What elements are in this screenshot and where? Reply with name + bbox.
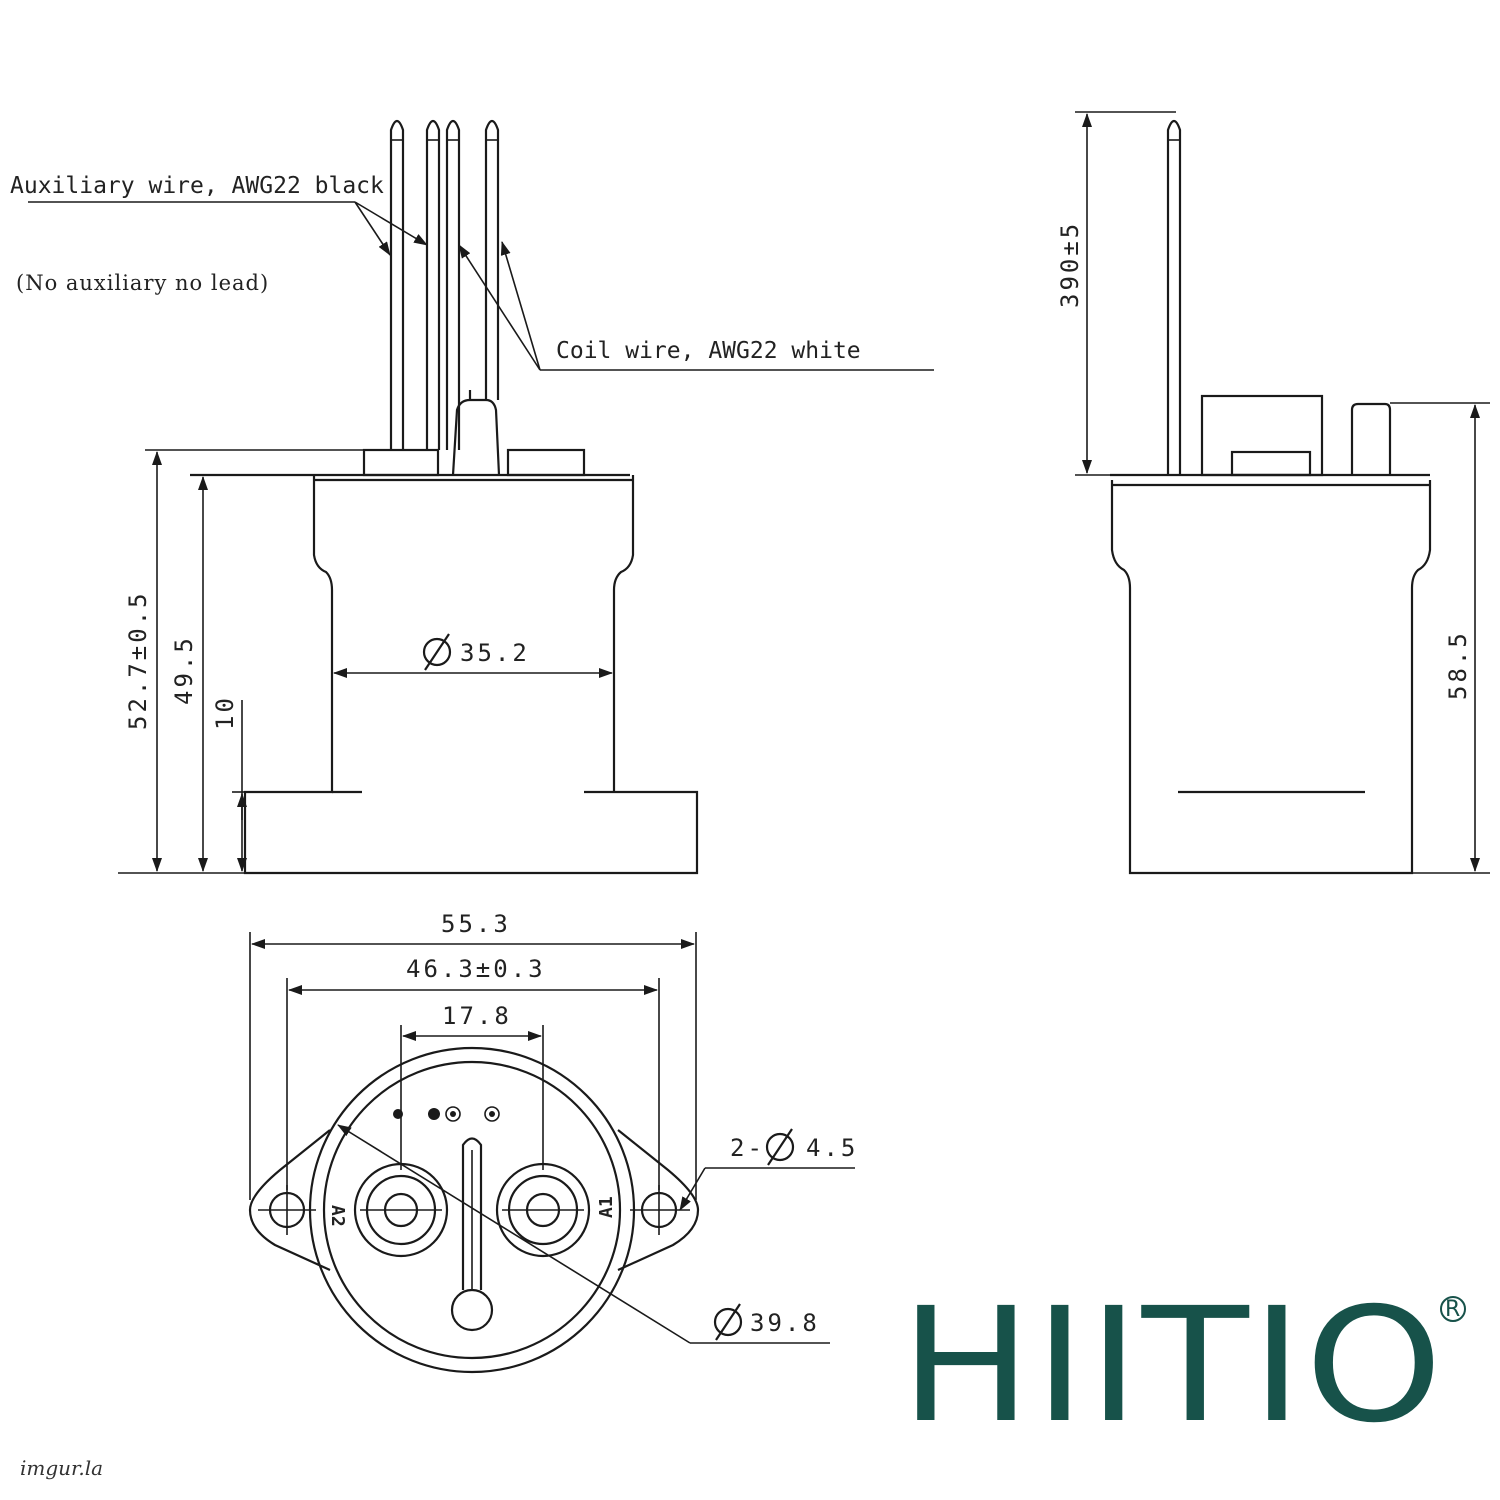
svg-text:2-: 2-	[730, 1134, 765, 1162]
front-view: 35.2 52.7±0.5 49.5 10	[118, 119, 699, 875]
wire-leads	[389, 119, 500, 450]
height-49-label: 49.5	[170, 635, 198, 705]
registered-mark: R	[1445, 1297, 1460, 1322]
brand-logo: HIITIO R	[900, 1274, 1466, 1458]
diameter-35-label: 35.2	[422, 633, 530, 671]
mount-hole-callout: 2- 4.5	[730, 1128, 858, 1166]
spacing-17-label: 17.8	[442, 1002, 512, 1030]
svg-text:35.2: 35.2	[460, 639, 530, 667]
svg-text:4.5: 4.5	[806, 1134, 858, 1162]
svg-text:Coil wire, AWG22 white: Coil wire, AWG22 white	[556, 338, 861, 364]
aux-wire-callout: Auxiliary wire, AWG22 black (No auxiliar…	[10, 173, 428, 295]
outer-diameter-callout: 39.8	[713, 1303, 820, 1341]
height-52-label: 52.7±0.5	[124, 590, 152, 730]
spacing-46-label: 46.3±0.3	[406, 955, 546, 983]
watermark: imgur.la	[20, 1456, 103, 1480]
coil-wire-callout: Coil wire, AWG22 white	[458, 241, 934, 371]
height-10-label: 10	[211, 695, 239, 730]
svg-text:HIITIO: HIITIO	[900, 1274, 1445, 1458]
side-height-label: 58.5	[1444, 630, 1472, 700]
terminal-a1-label: A1	[596, 1196, 617, 1218]
no-aux-note: (No auxiliary no lead)	[16, 271, 269, 295]
bottom-view: A2 A1 55.3 46.3±0.3 17.8 2- 4.5 39.8	[248, 910, 858, 1374]
side-view: 390±5 58.5	[1056, 111, 1490, 875]
svg-text:39.8: 39.8	[750, 1309, 820, 1337]
lead-length-label: 390±5	[1056, 221, 1084, 308]
width-55-label: 55.3	[441, 910, 511, 938]
terminal-a2-label: A2	[327, 1205, 348, 1227]
svg-text:Auxiliary wire, AWG22 black: Auxiliary wire, AWG22 black	[10, 173, 384, 199]
